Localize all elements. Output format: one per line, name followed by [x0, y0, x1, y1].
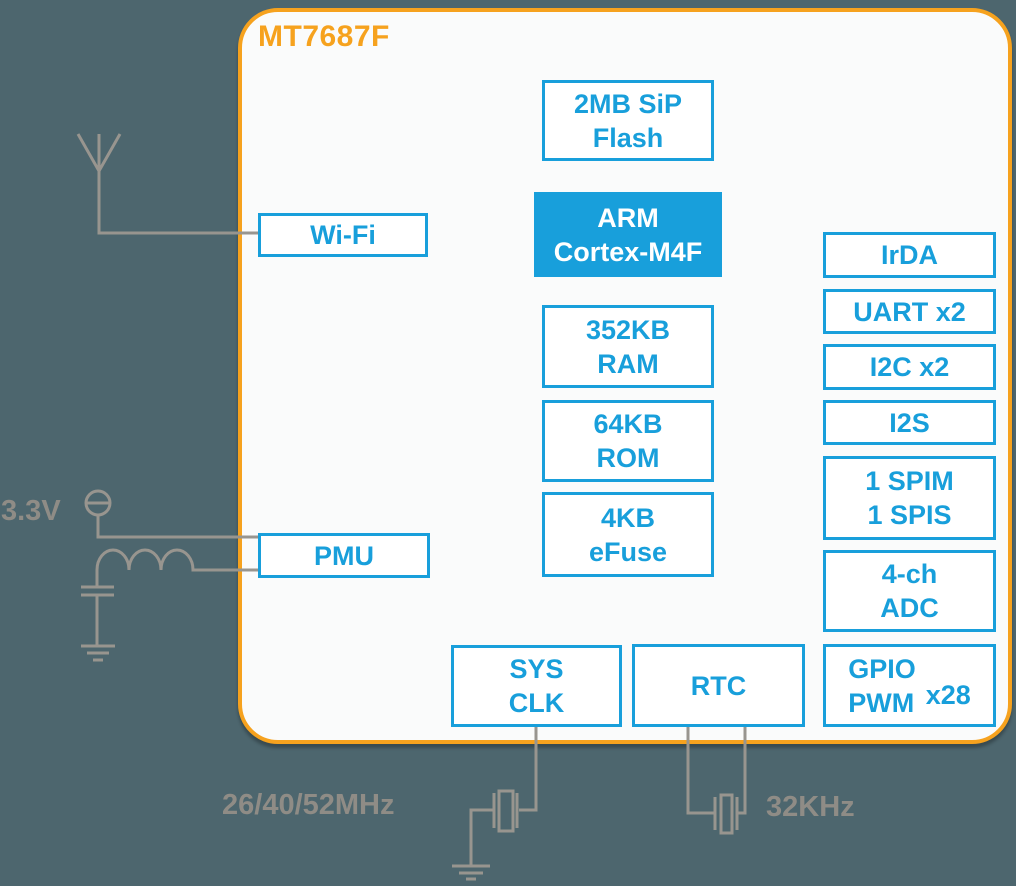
antenna-icon	[76, 133, 258, 235]
block-arm-cortex-m4f: ARM Cortex-M4F	[534, 192, 722, 277]
block-gpio-pwm: GPIO PWM x28	[823, 644, 996, 727]
block-spi: 1 SPIM 1 SPIS	[823, 456, 996, 540]
rtc-frequency-label: 32KHz	[766, 791, 855, 823]
block-irda: IrDA	[823, 232, 996, 278]
ground-icon	[81, 644, 115, 662]
block-pmu: PMU	[258, 533, 430, 578]
block-sys-clk: SYS CLK	[451, 645, 622, 727]
block-rtc: RTC	[632, 644, 805, 727]
power-source-icon	[84, 489, 258, 539]
block-rom: 64KB ROM	[542, 400, 714, 482]
sysclk-crystal-icon	[469, 727, 538, 866]
block-ram: 352KB RAM	[542, 305, 714, 388]
sysclk-frequency-label: 26/40/52MHz	[222, 789, 395, 821]
block-wifi: Wi-Fi	[258, 213, 428, 257]
sysclk-ground-icon	[452, 864, 490, 881]
rtc-crystal-icon	[686, 727, 747, 835]
chip-title: MT7687F	[258, 20, 390, 53]
block-efuse: 4KB eFuse	[542, 492, 714, 577]
block-sip-flash: 2MB SiP Flash	[542, 80, 714, 161]
block-uart: UART x2	[823, 289, 996, 334]
inductor-icon	[95, 548, 258, 586]
capacitor-icon	[81, 585, 114, 646]
block-adc: 4-ch ADC	[823, 550, 996, 632]
block-i2c: I2C x2	[823, 344, 996, 390]
supply-voltage-label: 3.3V	[1, 495, 61, 527]
gpio-count-badge: x28	[925, 679, 971, 710]
block-i2s: I2S	[823, 400, 996, 445]
